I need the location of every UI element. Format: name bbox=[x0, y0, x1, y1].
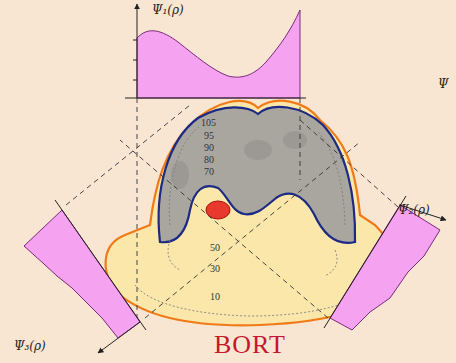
axis-label: Ψ bbox=[438, 78, 449, 90]
axis-label: Ψ₃(ρ) bbox=[14, 340, 46, 352]
profile-right bbox=[324, 196, 446, 330]
isodose-value: 10 bbox=[210, 292, 220, 302]
isodose-value: 80 bbox=[204, 155, 214, 165]
isodose-value: 50 bbox=[210, 243, 220, 253]
isodose-contours bbox=[135, 126, 380, 316]
isodose-value: 30 bbox=[210, 264, 220, 274]
isodose-value: 95 bbox=[204, 131, 214, 141]
axis-label: Ψ₂(ρ) bbox=[398, 204, 430, 216]
high-dose-region bbox=[159, 107, 355, 243]
isodose-value: 70 bbox=[204, 167, 214, 177]
caption-text: BORT bbox=[214, 332, 286, 358]
axis-label: Ψ₁(ρ) bbox=[152, 4, 184, 16]
profile-left bbox=[24, 200, 146, 353]
isodose-value: 105 bbox=[201, 118, 216, 128]
isodose-value: 90 bbox=[204, 143, 214, 153]
profile-top bbox=[125, 4, 306, 98]
